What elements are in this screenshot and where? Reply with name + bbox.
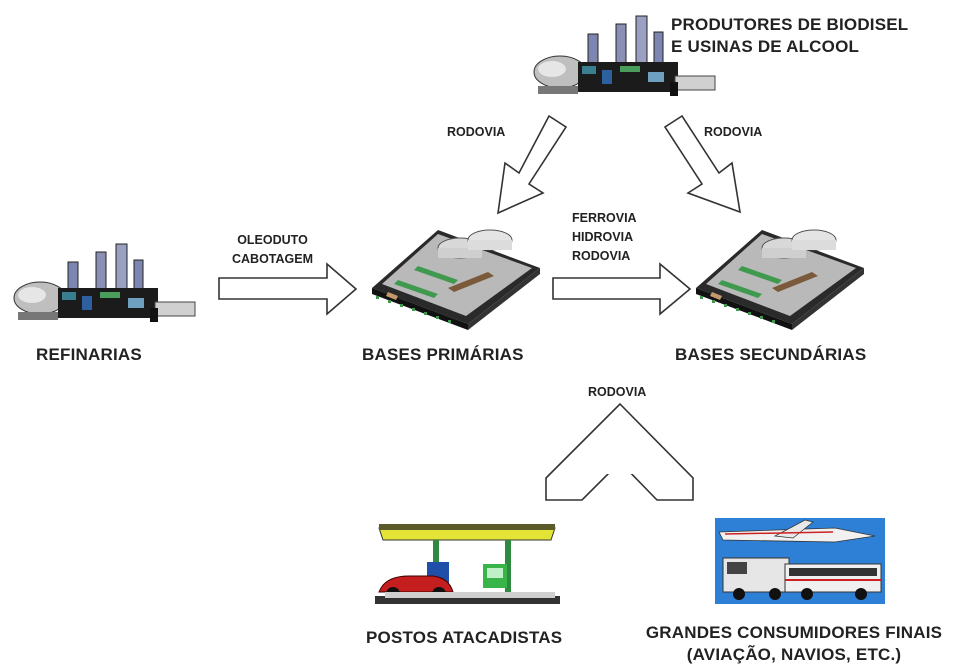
arrow-split-inner bbox=[589, 442, 651, 474]
node-label-postos: POSTOS ATACADISTAS bbox=[366, 628, 563, 647]
node-label-grandes-consumidores: GRANDES CONSUMIDORES FINAIS (AVIAÇÃO, NA… bbox=[636, 622, 952, 666]
arrow-refinery-to-primary bbox=[218, 262, 358, 316]
storage-base-icon-secondary bbox=[692, 222, 867, 335]
node-label-bases-primarias: BASES PRIMÁRIAS bbox=[362, 345, 524, 364]
transport-consumers-icon bbox=[715, 518, 885, 609]
edge-label-rodovia: RODOVIA bbox=[572, 249, 631, 263]
edge-label-producers-to-secondary: RODOVIA bbox=[704, 125, 763, 139]
arrow-producers-to-primary bbox=[497, 114, 568, 215]
grandes-label-line1: GRANDES CONSUMIDORES FINAIS bbox=[645, 623, 943, 642]
node-label-producers: PRODUTORES DE BIODISEL E USINAS DE ALCOO… bbox=[671, 14, 908, 58]
edge-label-ferrovia: FERROVIA bbox=[572, 211, 637, 225]
arrow-primary-to-secondary bbox=[552, 262, 692, 316]
edge-label-cabotagem: CABOTAGEM bbox=[231, 252, 313, 266]
refinery-icon-producers bbox=[530, 12, 720, 109]
producers-label-line1: PRODUTORES DE BIODISEL bbox=[671, 15, 909, 34]
edge-label-producers-to-primary: RODOVIA bbox=[447, 125, 506, 139]
edge-label-primary-to-secondary: FERROVIA HIDROVIA RODOVIA bbox=[572, 209, 637, 266]
edge-label-hidrovia: HIDROVIA bbox=[572, 230, 634, 244]
storage-base-icon-primary bbox=[368, 222, 543, 335]
node-label-refinarias: REFINARIAS bbox=[36, 345, 142, 364]
edge-label-refinery-to-primary: OLEODUTO CABOTAGEM bbox=[220, 231, 325, 269]
refinery-icon-left bbox=[10, 240, 200, 335]
arrow-producers-to-secondary bbox=[663, 114, 742, 214]
node-label-bases-secundarias: BASES SECUNDÁRIAS bbox=[675, 345, 867, 364]
edge-label-secondary-to-consumers: RODOVIA bbox=[588, 385, 647, 399]
gas-station-icon bbox=[375, 520, 560, 613]
producers-label-line2: E USINAS DE ALCOOL bbox=[671, 37, 860, 56]
grandes-label-line2: (AVIAÇÃO, NAVIOS, ETC.) bbox=[686, 645, 902, 664]
edge-label-oleoduto: OLEODUTO bbox=[237, 233, 308, 247]
